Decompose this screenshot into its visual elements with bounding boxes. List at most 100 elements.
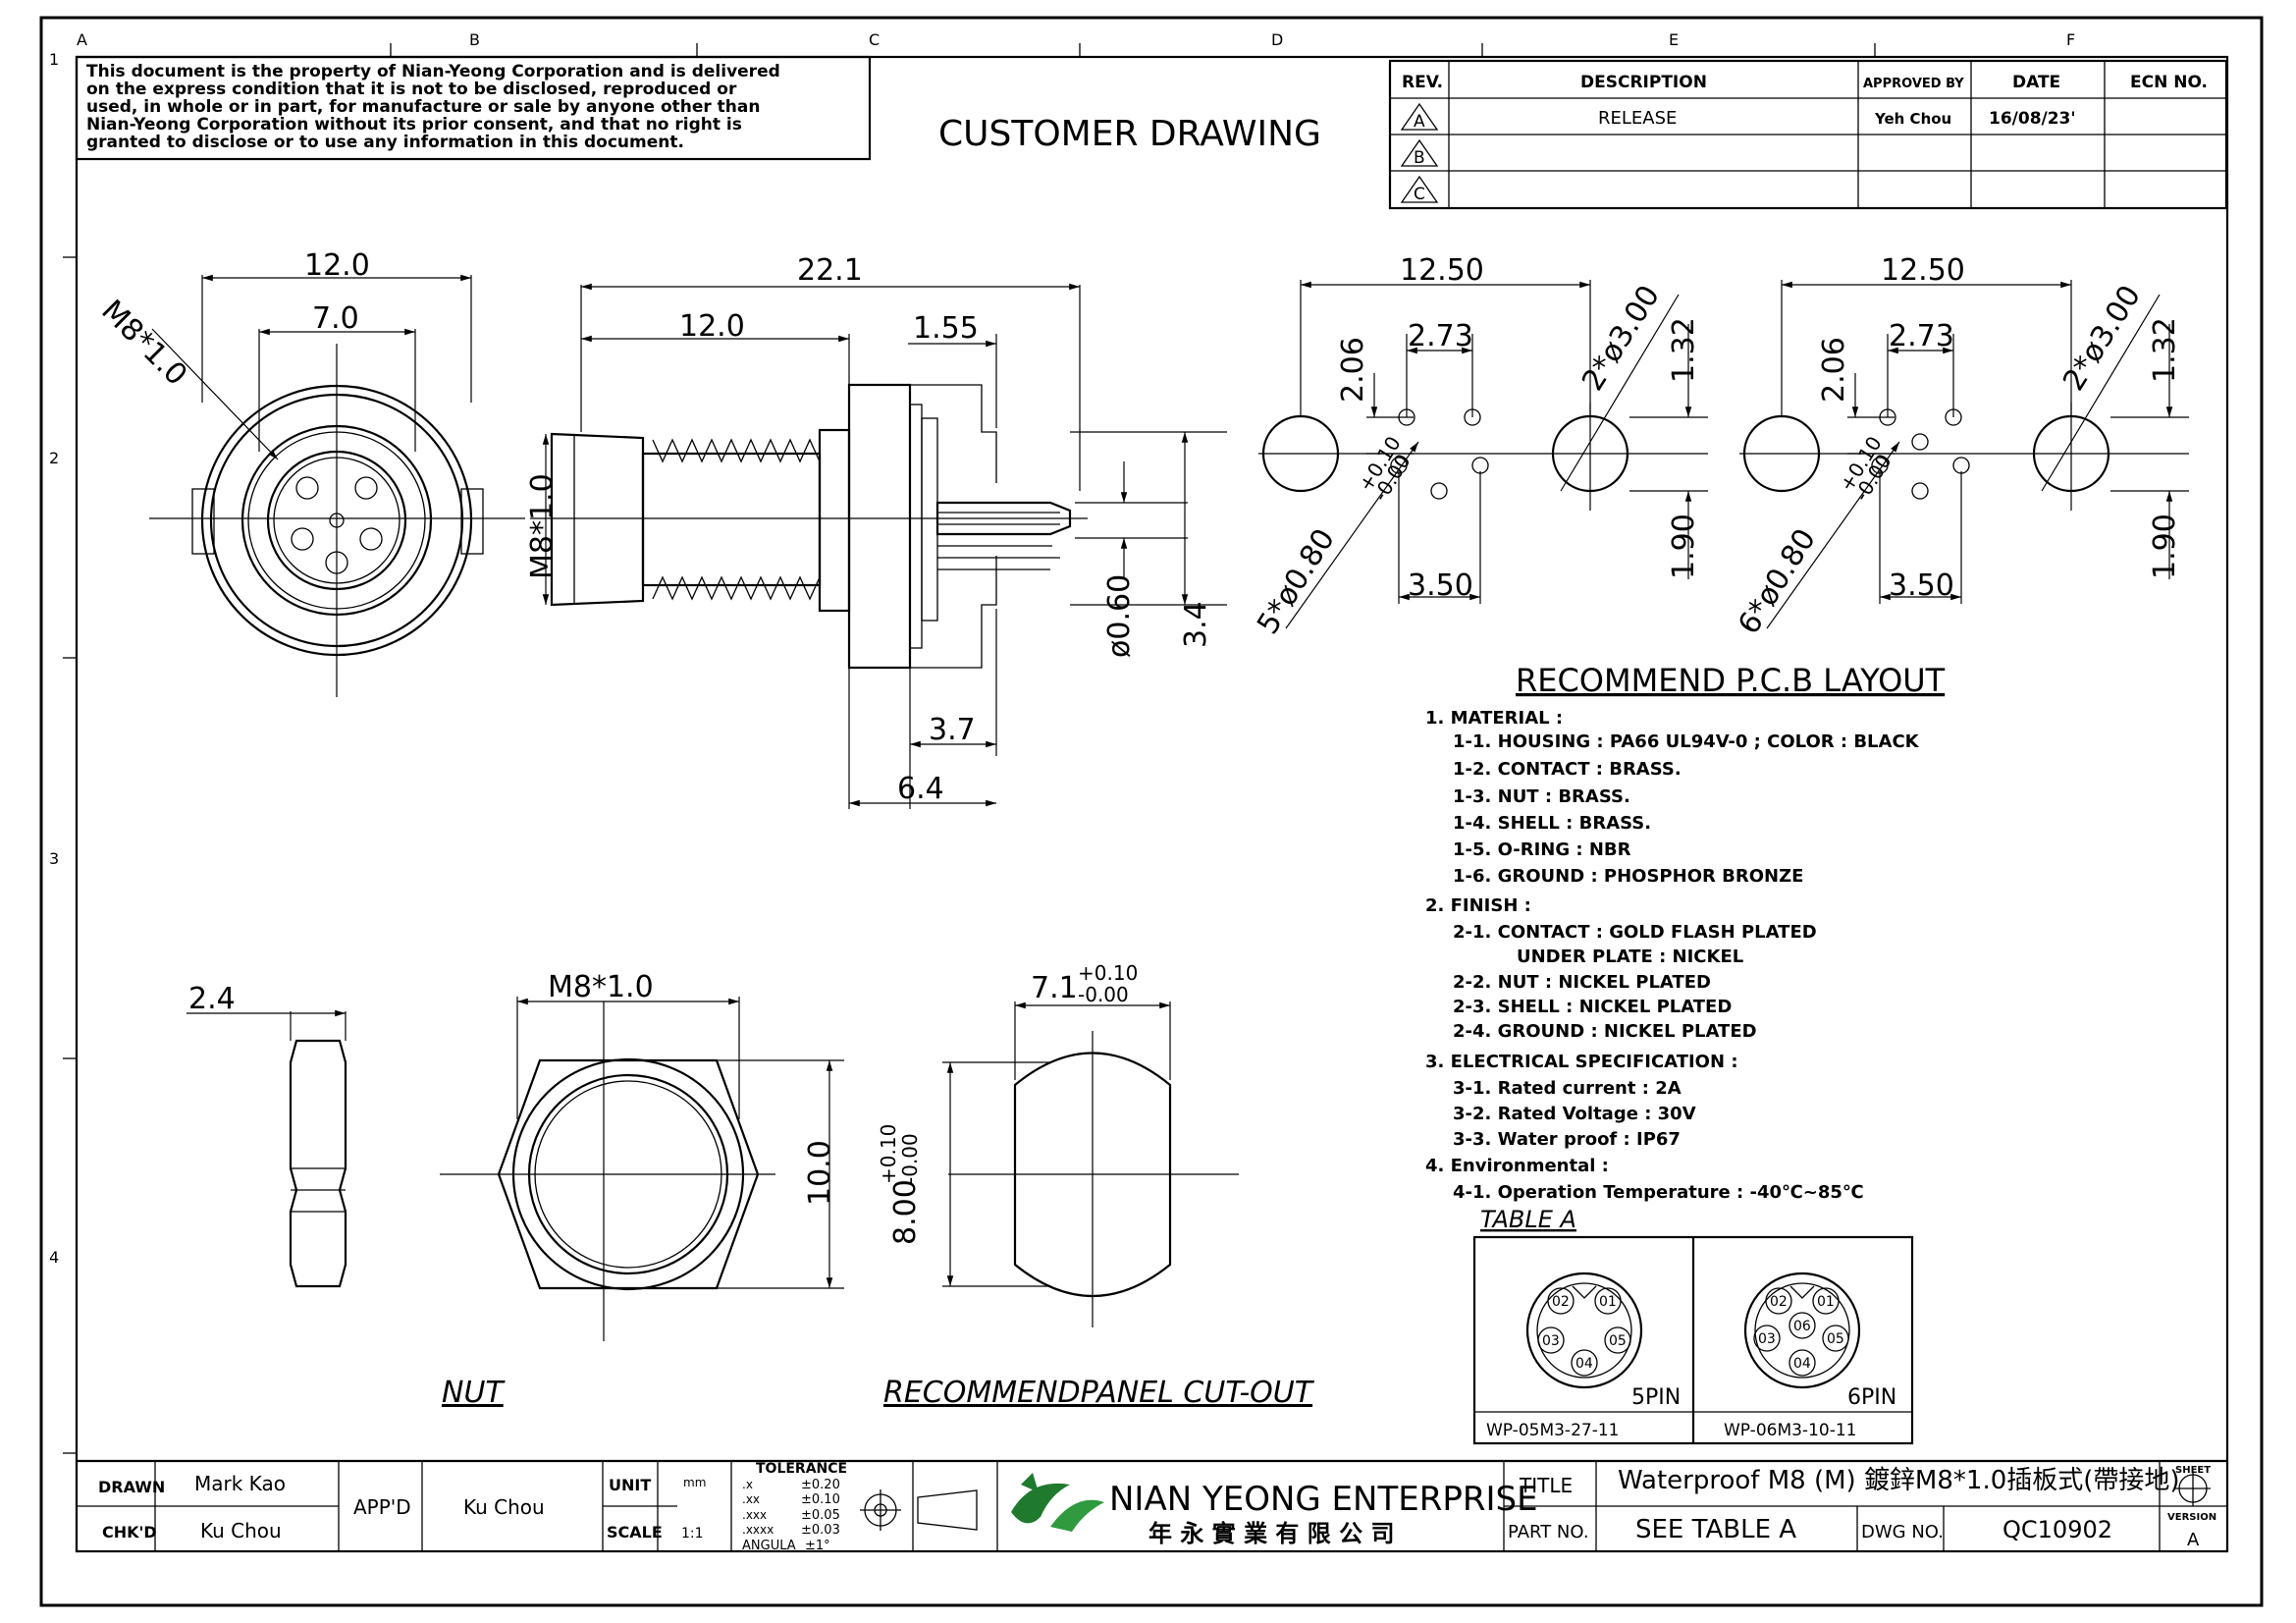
pcb5-width: 12.50 [1400, 253, 1484, 288]
svg-text:UNDER PLATE : NICKEL: UNDER PLATE : NICKEL [1517, 947, 1743, 967]
pcb5-pitch: 2.73 [1408, 319, 1473, 353]
header-title: CUSTOMER DRAWING [938, 114, 1321, 154]
side-view: 22.1 12.0 1.55 M8*1.0 ø0.60 3.4 3.7 6.4 [525, 253, 1227, 809]
grid-col-d: D [1271, 30, 1283, 49]
projection-cone-icon [917, 1489, 978, 1531]
grid-col-c: C [869, 30, 880, 49]
description-header: DESCRIPTION [1580, 73, 1707, 92]
rev-b: B [1414, 148, 1425, 168]
svg-text:granted to disclose or to use: granted to disclose or to use any inform… [86, 133, 684, 152]
pin5-02: 02 [1552, 1294, 1570, 1310]
pcb6-offset2: 1.90 [2148, 514, 2182, 579]
table-a-5pin-part: WP-05M3-27-11 [1486, 1421, 1619, 1440]
svg-text:2-1. CONTACT : GOLD FLASH: 2-1. CONTACT : GOLD FLASH PLATED [1453, 922, 1817, 943]
unit-label: UNIT [609, 1476, 651, 1494]
notice-text: This document is the property of Nian-Ye… [86, 62, 780, 152]
svg-text:3-3. Water proof : IP67: 3-3. Water proof : IP67 [1453, 1129, 1681, 1150]
outer-border [39, 16, 2264, 1607]
table-a-5pin-label: 5PIN [1631, 1385, 1681, 1410]
nut-thread: M8*1.0 [548, 970, 654, 1004]
svg-text:2. FINISH :: 2. FINISH : [1425, 895, 1531, 916]
company-name: NIAN YEONG ENTERPRISE [1109, 1480, 1538, 1519]
cutout-width-tol-plus: +0.10 [1078, 961, 1138, 985]
pcb6-row: 2.06 [1817, 337, 1851, 403]
svg-text:1. MATERIAL :: 1. MATERIAL : [1425, 708, 1563, 729]
pcb5-pin-holes: 5*ø0.80 [1251, 523, 1342, 641]
pcb5-spacing: 3.50 [1408, 568, 1473, 603]
company-logo-icon [1011, 1473, 1104, 1532]
pin6-03: 03 [1758, 1331, 1776, 1347]
specifications: 1. MATERIAL : 1-1. HOUSING : PA66 UL94V-… [1425, 708, 1920, 1203]
grid-col-f: F [2066, 30, 2075, 49]
tol-v-1: ±0.10 [801, 1492, 840, 1507]
cutout-width-tol-minus: -0.00 [1078, 983, 1129, 1006]
side-dim-flange: 1.55 [913, 311, 979, 346]
side-dim-tail-total: 6.4 [897, 772, 944, 806]
tolerance-label: TOLERANCE [756, 1461, 847, 1477]
nut-thickness: 2.4 [188, 982, 236, 1016]
pcb6-pitch: 2.73 [1889, 319, 1954, 353]
side-thread: M8*1.0 [525, 473, 560, 579]
cutout-height: 8.00 [888, 1179, 923, 1245]
notice-box [75, 55, 872, 161]
tol-v-2: ±0.05 [801, 1508, 840, 1523]
svg-text:3-1. Rated current : 2A: 3-1. Rated current : 2A [1453, 1078, 1682, 1099]
pin6-05: 05 [1827, 1331, 1844, 1347]
pin6-01: 01 [1817, 1294, 1835, 1310]
front-thread: M8*1.0 [94, 294, 193, 393]
front-dim-outer: 12.0 [304, 248, 370, 283]
chkd-value: Ku Chou [200, 1519, 282, 1542]
pcb5-row: 2.06 [1336, 337, 1370, 403]
grid-col-e: E [1669, 30, 1679, 49]
pcb5-offset: 1.32 [1667, 317, 1701, 383]
svg-text:on the express condition tha: on the express condition that it is not … [86, 80, 737, 99]
pcb6-offset: 1.32 [2148, 317, 2182, 383]
svg-text:2-3. SHELL : NICKEL PLATED: 2-3. SHELL : NICKEL PLATED [1453, 997, 1732, 1017]
table-a: TABLE A 01 02 03 04 05 5PIN WP-05M3-27-1… [1472, 1206, 1914, 1445]
dwg-label: DWG NO. [1861, 1522, 1944, 1542]
pin5-01: 01 [1599, 1294, 1617, 1310]
pcb5-offset2: 1.90 [1667, 514, 1701, 579]
company-name-cn: 年 永 實 業 有 限 公 司 [1148, 1520, 1395, 1547]
cutout-height-tol-minus: -0.00 [898, 1133, 922, 1184]
tol-v-4: ±1° [805, 1539, 830, 1553]
pcb-layout-title: RECOMMEND P.C.B LAYOUT [1516, 662, 1946, 699]
svg-text:2-2. NUT : NICKEL PLATED: 2-2. NUT : NICKEL PLATED [1453, 972, 1711, 993]
tol-k-0: .x [742, 1478, 753, 1491]
svg-text:4-1. Operation Temperature: 4-1. Operation Temperature : -40℃~85℃ [1453, 1182, 1864, 1203]
pin6-02: 02 [1770, 1294, 1788, 1310]
front-view: 12.0 7.0 M8*1.0 [94, 248, 525, 697]
title-label: TITLE [1519, 1474, 1573, 1497]
dwg-value: QC10902 [2002, 1516, 2112, 1543]
grid-col-b: B [469, 30, 480, 49]
tol-v-0: ±0.20 [801, 1478, 840, 1492]
date-header: DATE [2012, 73, 2060, 92]
svg-text:3-2. Rated Voltage : 30V: 3-2. Rated Voltage : 30V [1453, 1104, 1696, 1124]
svg-text:used, in whole or in part, for: used, in whole or in part, for manufactu… [86, 97, 760, 117]
nut-height: 10.0 [803, 1140, 837, 1206]
tol-v-3: ±0.03 [801, 1523, 840, 1538]
svg-text:1-3. NUT : BRASS.: 1-3. NUT : BRASS. [1453, 786, 1630, 807]
row-ticks [63, 256, 77, 1454]
column-ticks [390, 43, 1876, 57]
scale-value: 1:1 [681, 1526, 704, 1542]
pcb-layout-6pin: 12.50 2.73 2.06 2*ø3.00 1.32 1.90 3.50 6… [1732, 253, 2189, 640]
inner-border [75, 55, 2229, 1553]
svg-text:Nian-Yeong Corporation without: Nian-Yeong Corporation without its prior… [86, 115, 742, 135]
title-block: DRAWN Mark Kao CHK'D Ku Chou APP'D Ku Ch… [77, 1459, 2227, 1553]
nut-title: NUT [442, 1376, 506, 1410]
side-dim-tail: 3.7 [929, 713, 976, 747]
pin5-05: 05 [1609, 1333, 1627, 1349]
svg-text:1-5. O-RING : NBR: 1-5. O-RING : NBR [1453, 839, 1631, 860]
pcb6-width: 12.50 [1881, 253, 1965, 288]
cutout-height-tol-plus: +0.10 [877, 1124, 900, 1184]
grid-row-4: 4 [49, 1248, 59, 1267]
cutout-width: 7.1 [1031, 971, 1078, 1005]
sheet-label: SHEET [2175, 1465, 2211, 1476]
table-a-6pin-label: 6PIN [1847, 1385, 1896, 1410]
front-dim-inner: 7.0 [312, 301, 359, 336]
tol-k-3: .xxxx [742, 1523, 774, 1537]
scale-label: SCALE [607, 1523, 663, 1542]
rev-a-approved: Yeh Chou [1874, 110, 1951, 128]
svg-text:1-2. CONTACT : BRASS.: 1-2. CONTACT : BRASS. [1453, 759, 1682, 780]
